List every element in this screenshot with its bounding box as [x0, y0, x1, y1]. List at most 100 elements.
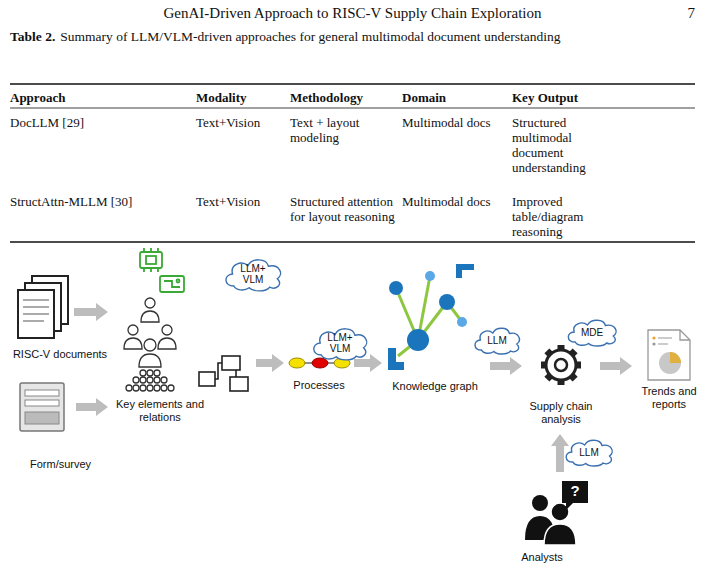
chip-icon	[140, 248, 184, 292]
table-cell: Structured attention for layout reasonin…	[290, 194, 398, 224]
report-icon-part	[652, 336, 655, 339]
report-icon-part	[659, 352, 681, 374]
page-number: 7	[655, 4, 695, 22]
block-arrow	[74, 303, 108, 321]
people-icon-part	[161, 385, 167, 391]
analysts-icon-part	[566, 502, 574, 510]
cloud-label: LLM	[471, 335, 523, 346]
flowchart-icon-part	[199, 372, 215, 386]
people-icon-part	[154, 385, 160, 391]
people-icon-part	[147, 385, 153, 391]
people-icon	[124, 298, 176, 391]
node-label: RISC-V documents	[10, 348, 110, 361]
people-icon-part	[140, 385, 146, 391]
graph-icon-part	[425, 271, 435, 281]
flowchart-icon	[199, 356, 248, 391]
chip-icon-part	[157, 248, 159, 252]
node-label: Trends and reports	[634, 385, 704, 411]
column-header: Domain	[402, 90, 507, 105]
model-cloud: MDE	[564, 317, 620, 347]
flowchart-icon-part	[215, 363, 222, 379]
report-icon-part	[648, 330, 690, 380]
table-cell: Structured multimodal document understan…	[512, 115, 620, 175]
node-label: Knowledge graph	[380, 380, 490, 393]
people-icon-part	[133, 385, 139, 391]
form-icon	[20, 383, 64, 431]
block-arrow	[354, 354, 382, 372]
flowchart-icon-part	[230, 377, 248, 391]
chip-icon-part	[150, 268, 152, 272]
question-mark: ?	[562, 482, 588, 500]
gear-icon	[541, 345, 581, 385]
cloud-label: LLM	[562, 447, 616, 458]
people-icon-part	[139, 354, 161, 367]
graph-icon-part	[439, 294, 455, 310]
analysts-icon	[525, 481, 588, 545]
chip-icon-part	[157, 268, 159, 272]
documents-icon-part	[18, 290, 54, 338]
process-chain-part	[312, 358, 328, 368]
block-arrow	[490, 357, 522, 375]
people-icon-part	[124, 338, 142, 349]
block-arrow	[256, 354, 284, 372]
documents-icon	[18, 276, 68, 338]
model-cloud: LLM	[562, 437, 616, 467]
chip-icon-part	[143, 248, 145, 252]
graph-icon-part	[457, 317, 467, 327]
people-icon-part	[154, 377, 160, 383]
flowchart-icon-part	[222, 356, 240, 370]
flowchart-icon-part	[235, 370, 237, 377]
table-rules-part	[10, 83, 695, 84]
cloud-label: LLM+ VLM	[309, 332, 371, 354]
table-rules	[10, 84, 695, 242]
people-icon-part	[141, 311, 159, 322]
caption-block: Table 2.Summary of LLM/VLM-driven approa…	[10, 28, 695, 45]
analysts-icon-part	[544, 524, 576, 545]
people-icon-part	[144, 339, 156, 351]
node-label: Form/survey	[30, 458, 110, 471]
graph-icon	[388, 264, 474, 370]
people-icon-part	[168, 385, 174, 391]
graph-icon-part	[456, 264, 462, 278]
people-icon-part	[145, 298, 155, 308]
model-cloud: LLM+ VLM	[309, 325, 371, 361]
column-header: Methodology	[290, 90, 398, 105]
graph-icon-part	[407, 329, 429, 351]
documents-icon-part	[23, 320, 44, 322]
analysts-icon-part	[532, 495, 548, 511]
people-icon-part	[162, 325, 172, 335]
chip-icon-part	[160, 276, 184, 292]
gear-icon-part	[546, 350, 576, 380]
people-icon-part	[126, 385, 132, 391]
graph-icon-part	[388, 348, 404, 370]
table-cell: Multimodal docs	[402, 115, 507, 130]
column-header: Modality	[196, 90, 286, 105]
people-icon-part	[147, 370, 153, 376]
table-rules-part	[10, 108, 695, 109]
cloud-label: MDE	[564, 327, 620, 338]
people-icon-part	[161, 377, 167, 383]
document-stack: RISC-V documents	[18, 276, 68, 342]
people-icon-part	[147, 377, 153, 383]
chip-icon-part	[150, 248, 152, 252]
table-number: Table 2.	[10, 29, 55, 44]
report-icon-part	[652, 342, 655, 345]
block-arrow	[551, 434, 569, 472]
cloud-label: LLM+ VLM	[221, 263, 285, 285]
report-icon-part	[680, 330, 690, 340]
node-label: Analysts	[508, 551, 576, 564]
chip-icon-part	[146, 256, 156, 264]
people-icon-part	[154, 370, 160, 376]
form-icon-part	[25, 390, 59, 396]
table-rules-part	[10, 241, 695, 242]
table-cell: DocLLM [29]	[10, 115, 190, 130]
model-cloud: LLM+ VLM	[221, 256, 285, 292]
table-cell: StructAttn-MLLM [30]	[10, 194, 190, 209]
table-cell: Text+Vision	[196, 115, 286, 130]
form-icon-part	[25, 412, 59, 424]
report-icon-part	[670, 352, 681, 363]
graph-icon-part	[389, 281, 403, 295]
chip-icon-part	[177, 280, 180, 283]
